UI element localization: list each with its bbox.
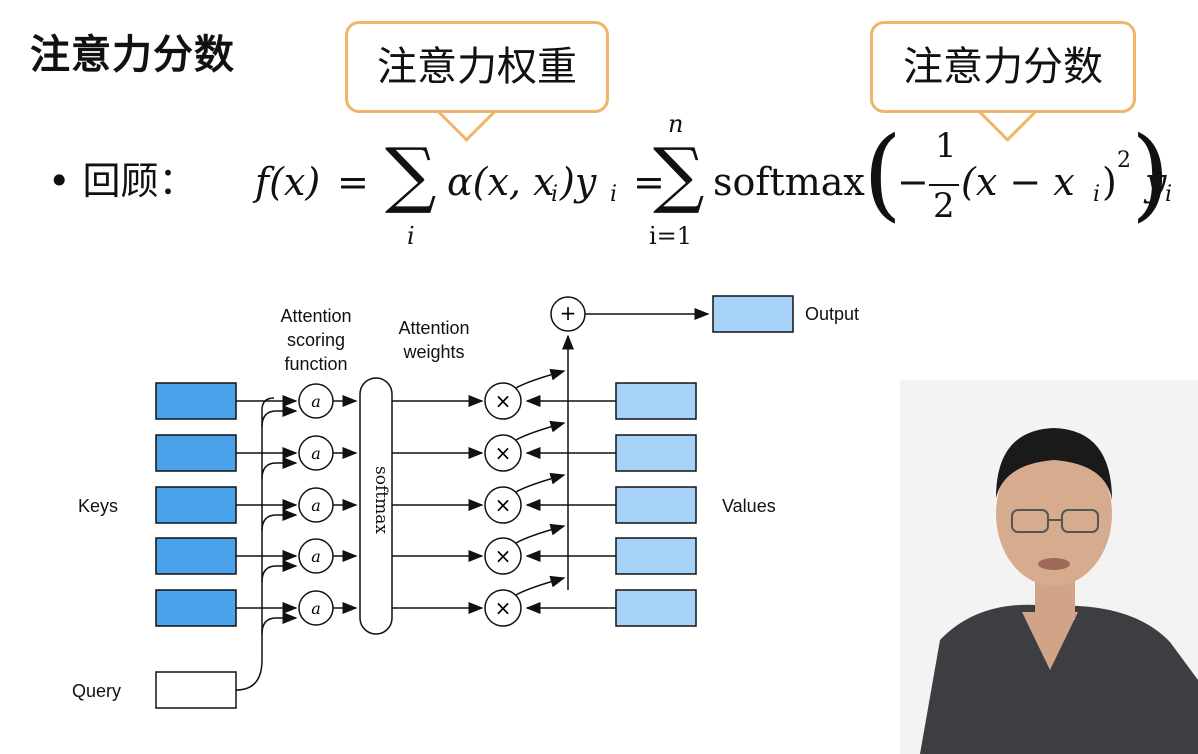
key-box-4 xyxy=(155,537,237,575)
formula-sum2: ∑ xyxy=(653,132,705,216)
mult-node-1 xyxy=(484,382,522,420)
presenter-video xyxy=(900,380,1198,754)
mult-to-sum-4 xyxy=(515,523,566,544)
callout-attention-score: 注意力分数 xyxy=(870,21,1136,113)
sum-node-label: + xyxy=(560,301,577,325)
value-box-1 xyxy=(615,382,697,420)
formula-frac-bar xyxy=(929,184,959,186)
mult-node-label-3: × xyxy=(495,493,512,517)
formula-sq-sub: i xyxy=(1093,182,1101,207)
formula-sum2-sub: i=1 xyxy=(649,222,693,250)
mult-node-2 xyxy=(484,434,522,472)
formula-frac-num: 1 xyxy=(935,126,957,166)
formula-frac-den: 2 xyxy=(933,186,955,226)
label-values: Values xyxy=(722,496,776,516)
key-box-3 xyxy=(155,486,237,524)
value-box-2 xyxy=(615,434,697,472)
score-node-label-5: a xyxy=(311,599,321,618)
score-node-label-1: a xyxy=(311,392,321,411)
mult-to-sum-3 xyxy=(515,472,566,493)
label-output: Output xyxy=(805,304,859,324)
query-branch-1 xyxy=(261,405,298,428)
formula-y: y xyxy=(1145,160,1167,204)
formula-minus: − xyxy=(897,160,929,204)
formula-sum2-sup: n xyxy=(668,110,684,138)
formula-alpha-sub: i xyxy=(551,182,559,207)
label-scoring-1: Attention xyxy=(280,306,351,326)
formula-sum1-sub: i xyxy=(407,222,415,250)
mult-to-sum-1 xyxy=(515,368,566,389)
output-box xyxy=(712,295,794,333)
formula-softmax: softmax xyxy=(713,160,865,204)
formula-f: f(x) xyxy=(255,160,321,204)
mult-node-4 xyxy=(484,537,522,575)
key-box-2 xyxy=(155,434,237,472)
label-keys: Keys xyxy=(78,496,118,516)
formula-y-sub: i xyxy=(1165,182,1173,207)
formula-sq: (x − x xyxy=(961,160,1075,204)
recap-label: • 回顾： xyxy=(48,159,197,203)
formula-sq-pow: 2 xyxy=(1117,148,1131,173)
formula-alpha-close: )y xyxy=(560,160,597,204)
label-weights-1: Attention xyxy=(398,318,469,338)
formula-lparen: ( xyxy=(863,115,903,232)
query-branch-3 xyxy=(261,509,298,532)
label-query: Query xyxy=(72,681,121,701)
query-branch-5 xyxy=(261,612,298,635)
formula-sq-close: ) xyxy=(1102,160,1117,204)
formula-rparen: ) xyxy=(1131,115,1171,232)
mult-node-label-5: × xyxy=(495,596,512,620)
presenter-image xyxy=(900,380,1198,754)
label-scoring-2: scoring xyxy=(287,330,345,350)
score-node-label-3: a xyxy=(311,496,321,515)
mult-to-sum-5 xyxy=(515,575,566,596)
value-box-3 xyxy=(615,486,697,524)
key-box-1 xyxy=(155,382,237,420)
value-box-5 xyxy=(615,589,697,627)
label-scoring-3: function xyxy=(284,354,347,374)
key-box-5 xyxy=(155,589,237,627)
formula-alpha-y-sub: i xyxy=(610,182,618,207)
query-branch-2 xyxy=(261,457,298,480)
score-node-label-2: a xyxy=(311,444,321,463)
score-node-label-4: a xyxy=(311,547,321,566)
callout-attention-weight: 注意力权重 xyxy=(345,21,609,113)
value-box-4 xyxy=(615,537,697,575)
mult-to-sum-2 xyxy=(515,420,566,441)
mult-node-3 xyxy=(484,486,522,524)
query-branch-4 xyxy=(261,560,298,583)
softmax-pill xyxy=(359,377,393,635)
query-trunk xyxy=(235,397,275,691)
label-weights-2: weights xyxy=(402,342,464,362)
formula-alpha: α(x, x xyxy=(447,160,555,204)
slide-title: 注意力分数 xyxy=(30,32,235,78)
mult-node-label-2: × xyxy=(495,441,512,465)
query-box xyxy=(155,671,237,709)
mult-node-label-4: × xyxy=(495,544,512,568)
softmax-label: softmax xyxy=(371,466,391,534)
formula-eq2: = xyxy=(633,160,665,204)
mult-node-label-1: × xyxy=(495,389,512,413)
mult-node-5 xyxy=(484,589,522,627)
formula-eq1: = xyxy=(337,160,369,204)
formula-sum1: ∑ xyxy=(385,132,437,216)
